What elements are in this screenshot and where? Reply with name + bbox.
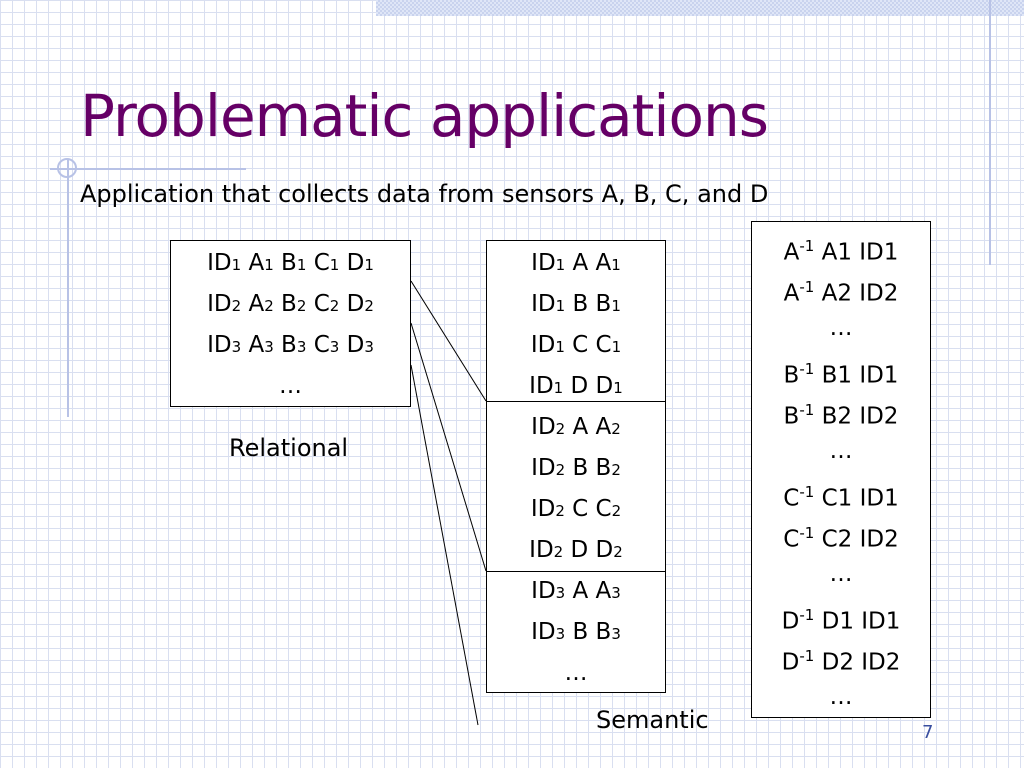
table-row: A-1 A1 ID1 [783, 237, 899, 266]
table-row: … [829, 561, 853, 587]
semantic-group-divider [487, 401, 665, 402]
table-row: ID3 A3 B3 C3 D3 [207, 332, 374, 358]
table-row: … [279, 373, 302, 399]
slide-subtitle: Application that collects data from sens… [80, 180, 769, 208]
table-row: B-1 B2 ID2 [783, 401, 899, 430]
table-row: ID2 D D2 [529, 537, 623, 563]
table-row: … [829, 684, 853, 710]
table-row: … [829, 315, 853, 341]
table-row: D-1 D1 ID1 [781, 606, 901, 635]
semantic-table: ID1 A A1 ID1 B B1 ID1 C C1 ID1 D D1 ID2 A A2… [486, 240, 666, 693]
slide-title: Problematic applications [80, 82, 769, 150]
table-row: ID2 A2 B2 C2 D2 [207, 291, 374, 317]
table-row: ID2 B B2 [531, 455, 621, 481]
connector-line-1 [410, 280, 487, 402]
table-row: B-1 B1 ID1 [783, 360, 899, 389]
connector-line-2 [410, 322, 487, 572]
table-row: A-1 A2 ID2 [783, 278, 899, 307]
table-row: … [564, 660, 588, 686]
table-row: ID2 C C2 [530, 496, 622, 522]
table-row: ID1 A1 B1 C1 D1 [207, 250, 374, 276]
table-row: ID1 B B1 [531, 291, 621, 317]
table-row: ID1 D D1 [529, 373, 623, 399]
table-row: … [829, 438, 853, 464]
connector-line-3 [410, 364, 479, 726]
relational-rows: ID1 A1 B1 C1 D1 ID2 A2 B2 C2 D2 ID3 A3 B3 … [171, 243, 410, 407]
relational-table: ID1 A1 B1 C1 D1 ID2 A2 B2 C2 D2 ID3 A3 B3 … [170, 240, 411, 407]
semantic-rows: ID1 A A1 ID1 B B1 ID1 C C1 ID1 D D1 ID2 A A2… [487, 243, 665, 694]
table-row: D-1 D2 ID2 [781, 647, 901, 676]
table-row: ID1 C C1 [530, 332, 622, 358]
table-row: ID2 A A2 [531, 414, 621, 440]
decorative-circle [57, 158, 77, 178]
page-number: 7 [922, 722, 934, 743]
table-row: C-1 C2 ID2 [783, 524, 899, 553]
table-row: ID3 A A3 [531, 578, 621, 604]
decorative-title-underline [50, 168, 246, 170]
top-decorative-band [376, 0, 1024, 16]
decorative-vertical-line-left [67, 160, 69, 417]
relational-label: Relational [229, 434, 349, 462]
decorative-vertical-line-right [989, 0, 991, 265]
semantic-group-divider [487, 571, 665, 572]
table-row: C-1 C1 ID1 [783, 483, 899, 512]
semantic-label: Semantic [596, 706, 709, 734]
table-row: ID3 B B3 [531, 619, 621, 645]
table-row: ID1 A A1 [531, 250, 621, 276]
